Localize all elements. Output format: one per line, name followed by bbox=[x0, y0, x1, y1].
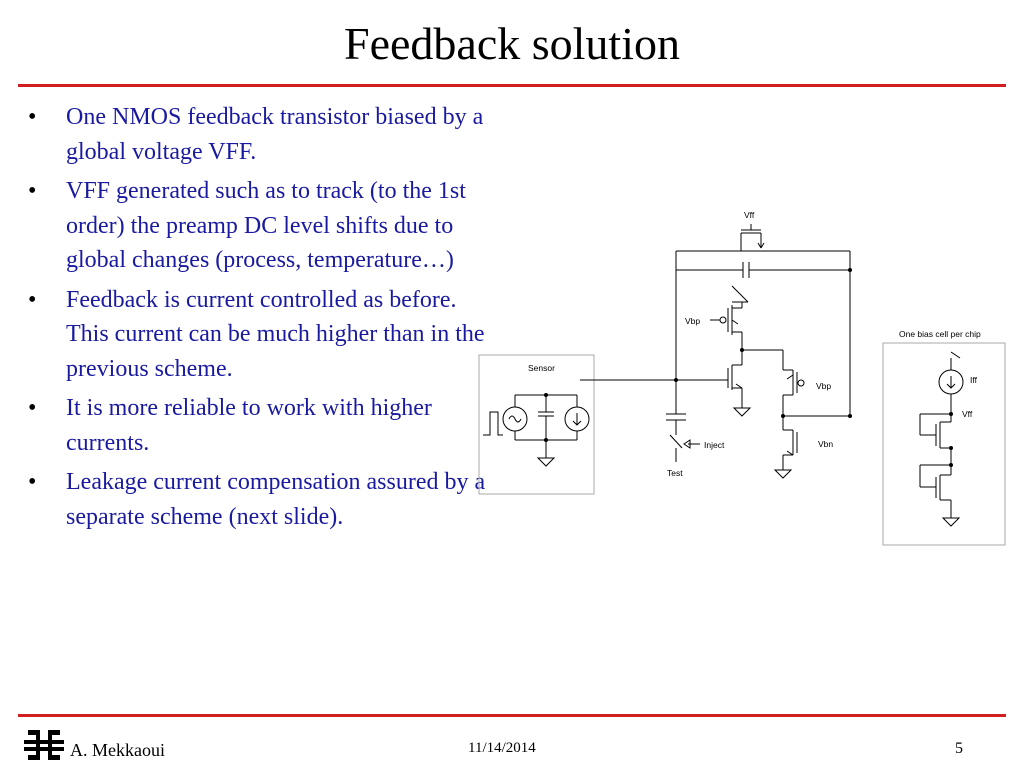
footer-divider bbox=[18, 714, 1006, 717]
label-vbp-left: Vbp bbox=[685, 316, 700, 326]
fermilab-logo-icon bbox=[24, 730, 64, 760]
label-test: Test bbox=[667, 468, 683, 478]
bullet-text: VFF generated such as to track (to the 1… bbox=[66, 178, 466, 273]
footer-date: 11/14/2014 bbox=[468, 740, 536, 756]
label-inject: Inject bbox=[704, 440, 725, 450]
bullet-dot: • bbox=[28, 104, 37, 130]
footer-page-number: 5 bbox=[955, 740, 963, 757]
feedback-circuit-diagram: Vff Vbp Vbp Vbn Inject Test Sensor One b… bbox=[478, 210, 1006, 546]
bullet-item: • One NMOS feedback transistor biased by … bbox=[28, 100, 498, 169]
sensor-box bbox=[478, 354, 595, 495]
bullet-dot: • bbox=[28, 286, 37, 313]
footer-author: A. Mekkaoui bbox=[70, 740, 165, 760]
label-vff-top: Vff bbox=[744, 210, 755, 220]
title-divider bbox=[18, 84, 1006, 87]
bullet-item: • Leakage current compensation assured by… bbox=[28, 465, 498, 534]
bias-cell-box bbox=[882, 342, 1006, 546]
label-sensor: Sensor bbox=[528, 363, 555, 373]
bullet-dot: • bbox=[28, 395, 37, 421]
label-vbp-right: Vbp bbox=[816, 381, 831, 391]
label-iff: Iff bbox=[970, 375, 978, 385]
bullet-item: • VFF generated such as to track (to the … bbox=[28, 174, 498, 278]
bullet-text: Feedback is current controlled as before… bbox=[66, 286, 485, 382]
bullet-text: It is more reliable to work with higher … bbox=[66, 395, 432, 456]
bullet-text: One NMOS feedback transistor biased by a… bbox=[66, 104, 484, 165]
bullet-list: • One NMOS feedback transistor biased by … bbox=[28, 100, 498, 539]
bullet-item: • It is more reliable to work with higher… bbox=[28, 391, 498, 460]
label-vff-bias: Vff bbox=[962, 409, 973, 419]
bullet-dot: • bbox=[28, 469, 37, 495]
label-vbn: Vbn bbox=[818, 439, 833, 449]
slide-title: Feedback solution bbox=[344, 18, 680, 69]
label-bias-cell: One bias cell per chip bbox=[899, 329, 981, 339]
bullet-dot: • bbox=[28, 178, 37, 204]
bullet-text: Leakage current compensation assured by … bbox=[66, 469, 486, 530]
bullet-item: • Feedback is current controlled as befor… bbox=[28, 283, 498, 387]
